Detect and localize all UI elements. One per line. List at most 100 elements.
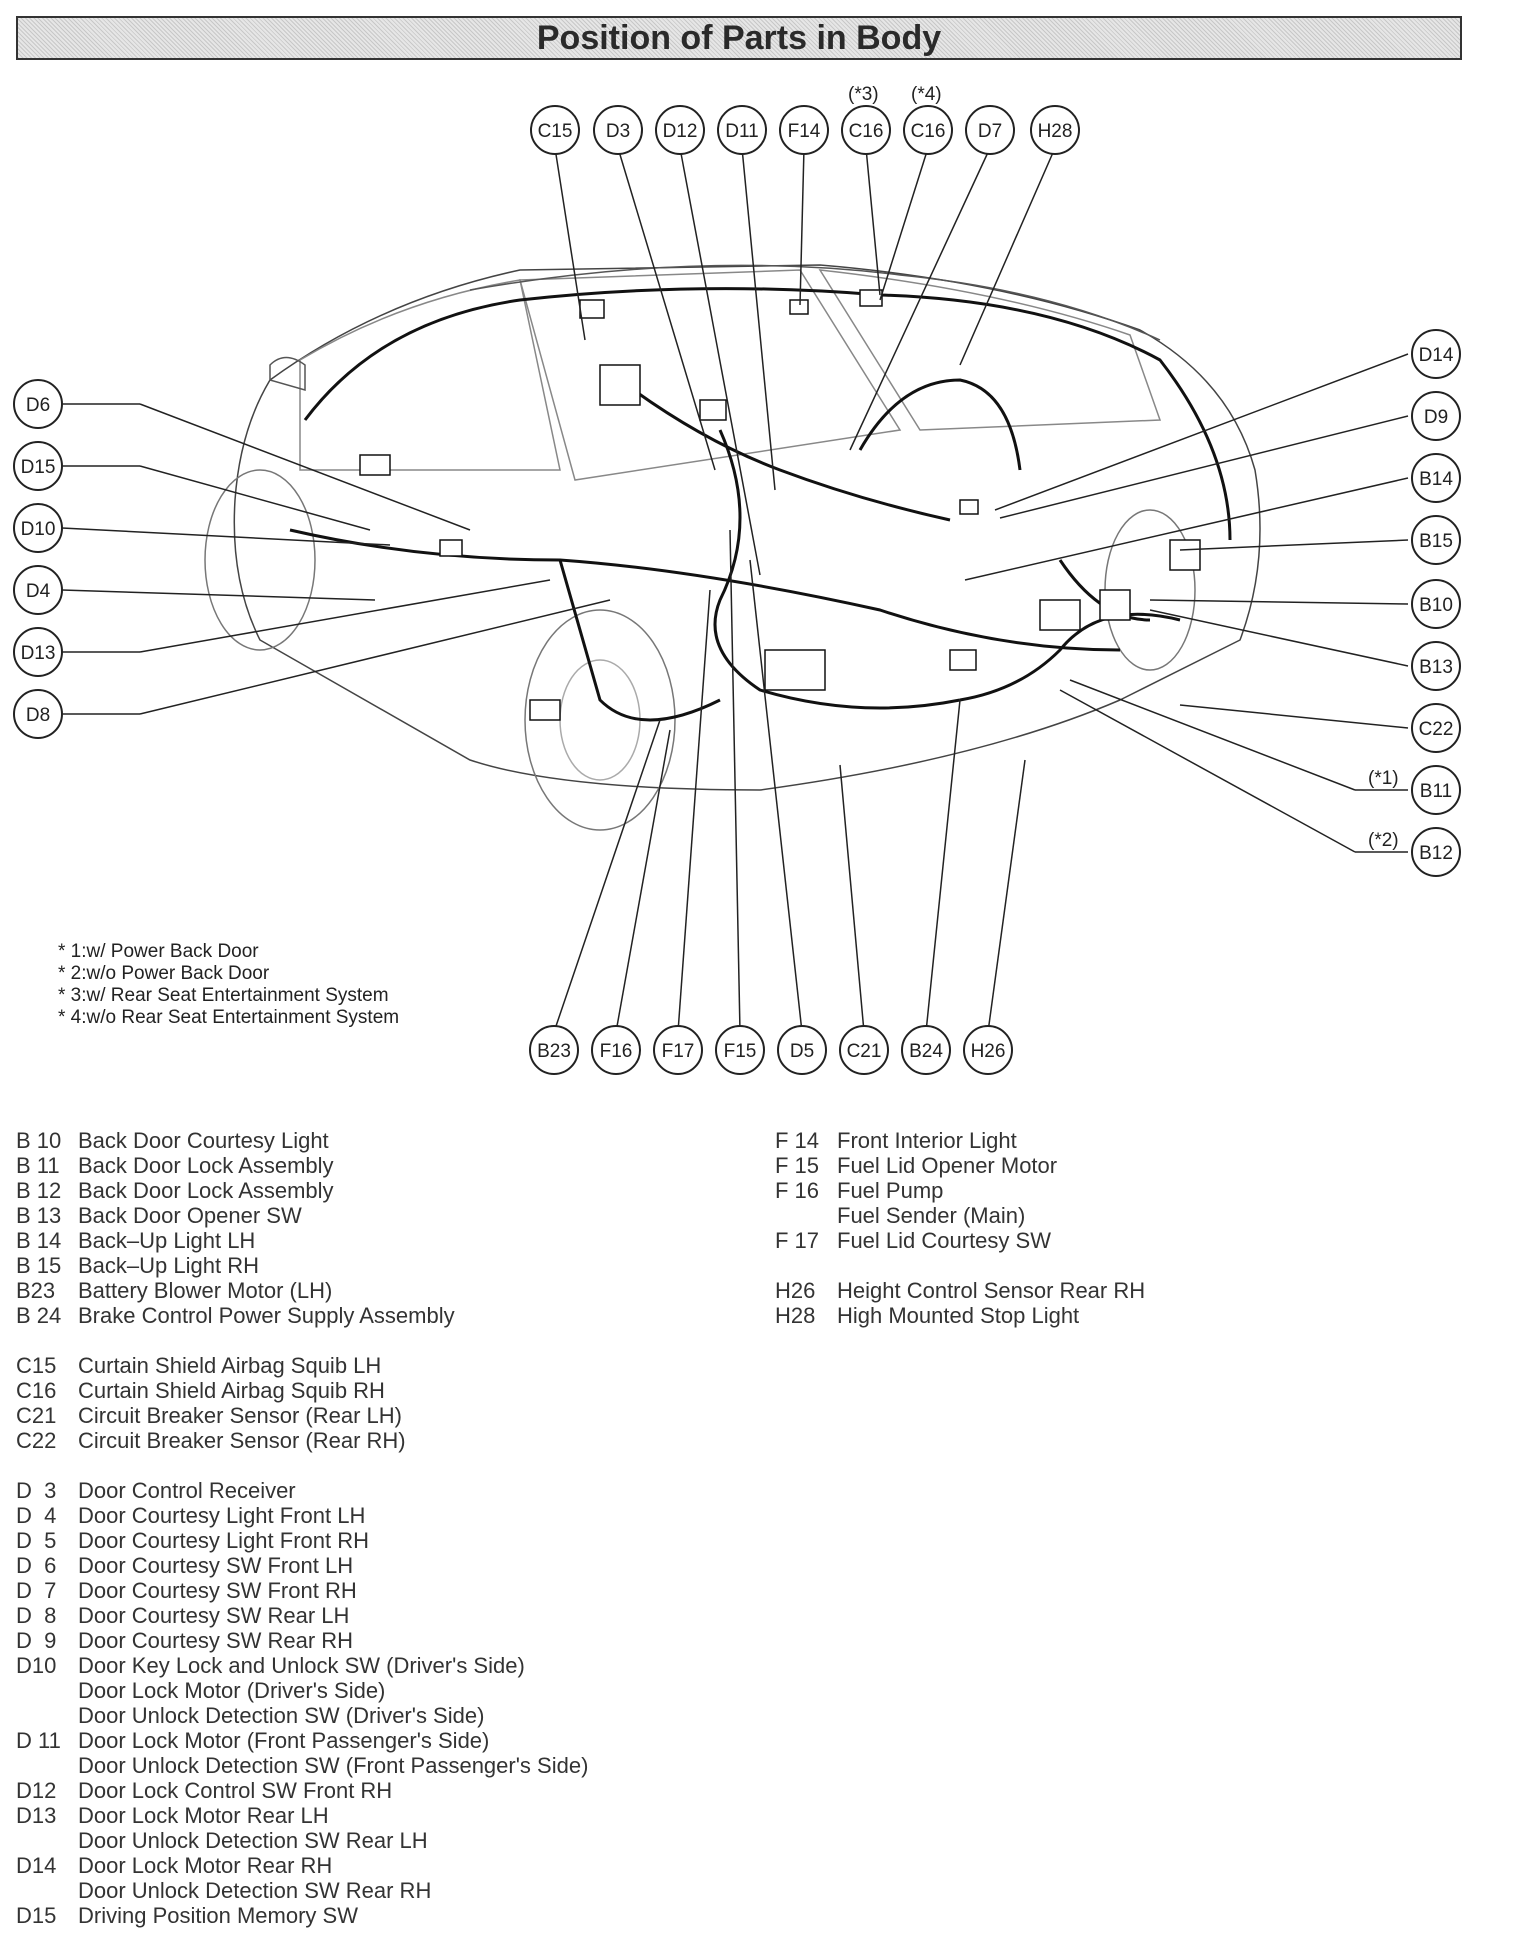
callout-circle xyxy=(653,1025,703,1075)
legend-code: D15 xyxy=(16,1903,57,1928)
legend-description: Fuel Lid Opener Motor xyxy=(837,1153,1058,1178)
callout-label: F14 xyxy=(788,121,821,142)
legend-description: Back Door Lock Assembly xyxy=(78,1153,334,1178)
legend-row: B 11 Back Door Lock Assembly xyxy=(16,1153,588,1178)
legend-description: Back Door Opener SW xyxy=(78,1203,302,1228)
callout-circle xyxy=(1411,765,1461,815)
callout-label: D3 xyxy=(606,121,630,142)
legend-row: B 13 Back Door Opener SW xyxy=(16,1203,588,1228)
callout-b23: B23 xyxy=(529,1025,579,1075)
legend-description: Door Lock Motor Rear LH xyxy=(78,1803,329,1828)
legend-description: Back–Up Light RH xyxy=(78,1253,259,1278)
legend-code: C16 xyxy=(16,1378,57,1403)
legend-description: Door Key Lock and Unlock SW (Driver's Si… xyxy=(78,1653,525,1678)
legend-description: Curtain Shield Airbag Squib RH xyxy=(78,1378,385,1403)
callout-f17: F17 xyxy=(653,1025,703,1075)
legend-code: B 11 xyxy=(16,1153,60,1178)
legend-row: Door Unlock Detection SW Rear LH xyxy=(16,1828,588,1853)
legend-description: Door Unlock Detection SW Rear LH xyxy=(78,1828,428,1853)
legend-code: D 3 xyxy=(16,1478,57,1503)
legend-code xyxy=(16,1878,78,1903)
callout-d9: D9 xyxy=(1411,391,1461,441)
callout-circle xyxy=(965,105,1015,155)
legend-row: Door Lock Motor (Driver's Side) xyxy=(16,1678,588,1703)
legend-code: F 16 xyxy=(775,1178,820,1203)
callout-label: C16 xyxy=(849,121,884,142)
callout-c22: C22 xyxy=(1411,703,1461,753)
legend-description: Brake Control Power Supply Assembly xyxy=(78,1303,455,1328)
legend-gap xyxy=(16,1453,588,1478)
legend-code: B 13 xyxy=(16,1203,62,1228)
connector-blocks xyxy=(359,289,1201,721)
legend-description: Back Door Courtesy Light xyxy=(78,1128,329,1153)
callout-label: D12 xyxy=(663,121,698,142)
legend-description: Door Courtesy SW Front RH xyxy=(78,1578,357,1603)
callout-label: C15 xyxy=(538,121,573,142)
legend-code: D 6 xyxy=(16,1553,57,1578)
legend-code: H28 xyxy=(775,1303,816,1328)
legend-description: Door Courtesy Light Front RH xyxy=(78,1528,369,1553)
legend-gap xyxy=(775,1253,1145,1278)
legend-code xyxy=(16,1828,78,1853)
callout-h26: H26 xyxy=(963,1025,1013,1075)
legend-code: D 9 xyxy=(16,1628,57,1653)
callout-circle xyxy=(13,503,63,553)
footnote: * 1:w/ Power Back Door xyxy=(58,941,259,962)
callout-d13: D13 xyxy=(13,627,63,677)
callout-circle xyxy=(529,1025,579,1075)
legend-code: D 8 xyxy=(16,1603,57,1628)
callout-circle xyxy=(963,1025,1013,1075)
callout-h28: H28 xyxy=(1030,105,1080,155)
legend-row: H28 High Mounted Stop Light xyxy=(775,1303,1145,1328)
legend-code xyxy=(775,1203,837,1228)
legend-code: C22 xyxy=(16,1428,57,1453)
callout-label: D14 xyxy=(1419,345,1454,366)
callout-d4: D4 xyxy=(13,565,63,615)
callout-d8: D8 xyxy=(13,689,63,739)
legend-code: F 17 xyxy=(775,1228,820,1253)
callout-label: C21 xyxy=(847,1041,882,1062)
callout-circle xyxy=(1411,453,1461,503)
legend-description: Door Unlock Detection SW (Driver's Side) xyxy=(78,1703,485,1728)
legend-description: Circuit Breaker Sensor (Rear LH) xyxy=(78,1403,402,1428)
callout-label: D15 xyxy=(21,457,56,478)
callout-d10: D10 xyxy=(13,503,63,553)
callout-label: F16 xyxy=(600,1041,633,1062)
callout-label: D13 xyxy=(21,643,56,664)
legend-description: High Mounted Stop Light xyxy=(837,1303,1080,1328)
callout-circle xyxy=(717,105,767,155)
callout-label: D9 xyxy=(1424,407,1448,428)
note-star1: (*1) xyxy=(1368,768,1399,789)
callout-label: C16 xyxy=(911,121,946,142)
callout-circle xyxy=(591,1025,641,1075)
callout-circle xyxy=(1411,703,1461,753)
callout-d7: D7 xyxy=(965,105,1015,155)
callout-d14: D14 xyxy=(1411,329,1461,379)
callout-c21: C21 xyxy=(839,1025,889,1075)
callout-circle xyxy=(1411,391,1461,441)
callout-label: D10 xyxy=(21,519,56,540)
callout-circle xyxy=(777,1025,827,1075)
footnote: * 3:w/ Rear Seat Entertainment System xyxy=(58,985,389,1006)
callout-label: B11 xyxy=(1420,781,1452,802)
note-star2: (*2) xyxy=(1368,830,1399,851)
callout-c16: C16 xyxy=(841,105,891,155)
callout-circle xyxy=(1411,579,1461,629)
callout-b15: B15 xyxy=(1411,515,1461,565)
callout-label: D8 xyxy=(26,705,50,726)
callout-b10: B10 xyxy=(1411,579,1461,629)
callout-label: H28 xyxy=(1038,121,1073,142)
